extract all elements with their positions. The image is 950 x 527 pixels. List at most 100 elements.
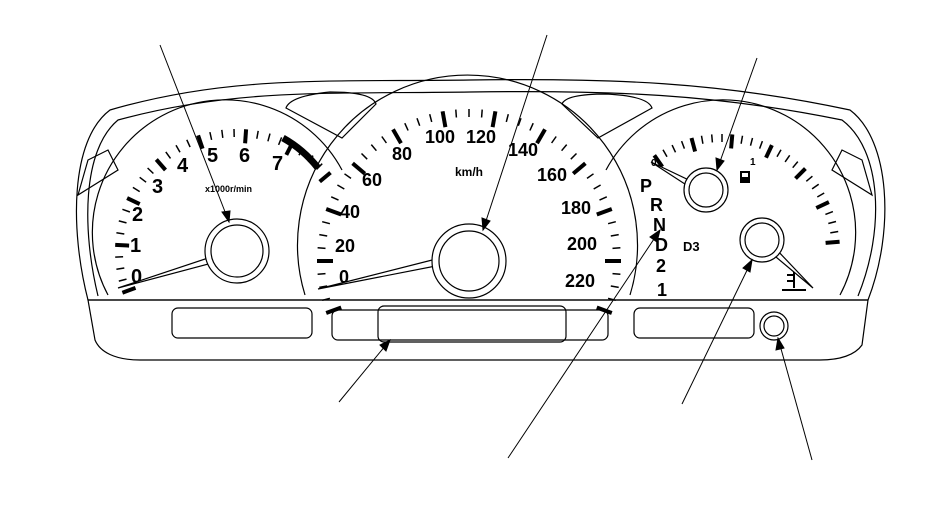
major-tick bbox=[318, 171, 332, 184]
speedometer-unit: km/h bbox=[455, 165, 483, 179]
minor-tick bbox=[175, 144, 181, 153]
indicator-window-left bbox=[171, 307, 313, 339]
tach-number: 7 bbox=[272, 153, 283, 175]
lower-panel bbox=[87, 299, 869, 361]
major-tick bbox=[596, 305, 613, 315]
temp-hub bbox=[739, 217, 785, 263]
callout-arrowhead bbox=[221, 210, 231, 224]
minor-tick bbox=[550, 136, 557, 144]
minor-tick bbox=[322, 297, 331, 302]
speedometer-face bbox=[296, 74, 639, 296]
gear-indicator: P R N D 2 1 bbox=[640, 176, 668, 300]
minor-tick bbox=[317, 272, 326, 275]
minor-tick bbox=[612, 272, 621, 275]
major-tick bbox=[154, 158, 168, 172]
minor-tick bbox=[344, 173, 352, 180]
major-tick bbox=[440, 110, 448, 128]
tach-number: 0 bbox=[131, 266, 142, 288]
minor-tick bbox=[317, 247, 326, 250]
minor-tick bbox=[370, 144, 377, 152]
major-tick bbox=[115, 242, 130, 248]
speed-number: 120 bbox=[466, 127, 496, 147]
tachometer-numbers: 0 1 2 3 4 5 6 7 bbox=[130, 145, 283, 288]
minor-tick bbox=[319, 285, 328, 289]
minor-tick bbox=[381, 136, 388, 144]
minor-tick bbox=[147, 167, 154, 175]
major-tick bbox=[325, 305, 342, 315]
minor-tick bbox=[776, 149, 782, 158]
minor-tick bbox=[593, 184, 601, 190]
side-wing-left bbox=[76, 149, 119, 197]
minor-tick bbox=[710, 134, 714, 143]
minor-tick bbox=[700, 135, 704, 144]
minor-tick bbox=[825, 210, 834, 216]
gear-position: N bbox=[653, 215, 666, 235]
speedometer-numbers: 0 20 40 60 80 100 120 140 160 180 200 22… bbox=[335, 127, 597, 291]
fuel-temp-ticks bbox=[652, 134, 840, 245]
minor-tick bbox=[805, 175, 813, 182]
minor-tick bbox=[267, 133, 271, 142]
major-tick bbox=[729, 134, 735, 149]
tachometer-hub-inner bbox=[210, 224, 264, 278]
minor-tick bbox=[455, 109, 458, 118]
minor-tick bbox=[132, 186, 141, 193]
minor-tick bbox=[122, 208, 131, 213]
major-tick bbox=[764, 144, 774, 159]
gear-d3-label: D3 bbox=[683, 239, 700, 254]
minor-tick bbox=[517, 117, 522, 126]
minor-tick bbox=[277, 137, 283, 146]
minor-tick bbox=[662, 149, 668, 158]
minor-tick bbox=[792, 161, 799, 169]
cluster-housing bbox=[75, 78, 886, 301]
minor-tick bbox=[671, 144, 677, 153]
minor-tick bbox=[570, 152, 578, 160]
callout-arrowhead bbox=[715, 157, 725, 172]
tach-number: 1 bbox=[130, 235, 141, 257]
major-tick bbox=[825, 239, 840, 245]
major-tick bbox=[196, 134, 205, 150]
tach-number: 4 bbox=[177, 155, 189, 177]
callout-arrowhead bbox=[775, 336, 785, 351]
hood-window-left bbox=[285, 91, 377, 139]
fuel-pump-icon bbox=[740, 171, 750, 183]
callout-line-trip-knob bbox=[777, 337, 813, 461]
speed-number: 180 bbox=[561, 198, 591, 218]
gear-position: P bbox=[640, 176, 652, 196]
minor-tick bbox=[612, 247, 621, 250]
minor-tick bbox=[416, 117, 421, 126]
callout-line-temp bbox=[681, 259, 753, 405]
minor-tick bbox=[816, 192, 825, 198]
minor-tick bbox=[505, 114, 510, 123]
tach-number: 5 bbox=[207, 145, 218, 167]
gear-position: 2 bbox=[656, 256, 666, 276]
minor-tick bbox=[599, 196, 608, 201]
indicator-window-center bbox=[331, 309, 609, 341]
minor-tick bbox=[828, 220, 837, 225]
minor-tick bbox=[830, 230, 839, 234]
minor-tick bbox=[139, 176, 147, 183]
minor-tick bbox=[749, 137, 754, 146]
minor-tick bbox=[607, 297, 616, 302]
minor-tick bbox=[186, 139, 191, 148]
minor-tick bbox=[811, 183, 820, 190]
major-tick bbox=[121, 286, 137, 295]
callout-lines bbox=[159, 34, 813, 461]
callout-arrowhead bbox=[379, 338, 391, 352]
speed-number: 160 bbox=[537, 165, 567, 185]
minor-tick bbox=[221, 129, 224, 138]
major-tick bbox=[815, 200, 830, 210]
major-tick bbox=[794, 167, 807, 180]
major-tick bbox=[243, 129, 249, 144]
speed-number: 0 bbox=[339, 267, 349, 287]
minor-tick bbox=[561, 144, 568, 152]
fuel-hub bbox=[683, 167, 729, 213]
minor-tick bbox=[607, 220, 616, 225]
gear-position: D bbox=[655, 235, 668, 255]
speedometer-ticks bbox=[317, 109, 621, 315]
minor-tick bbox=[610, 233, 619, 237]
speed-number: 100 bbox=[425, 127, 455, 147]
callout-arrowhead bbox=[649, 228, 661, 243]
callout-arrowhead bbox=[742, 258, 753, 273]
speed-number: 220 bbox=[565, 271, 595, 291]
